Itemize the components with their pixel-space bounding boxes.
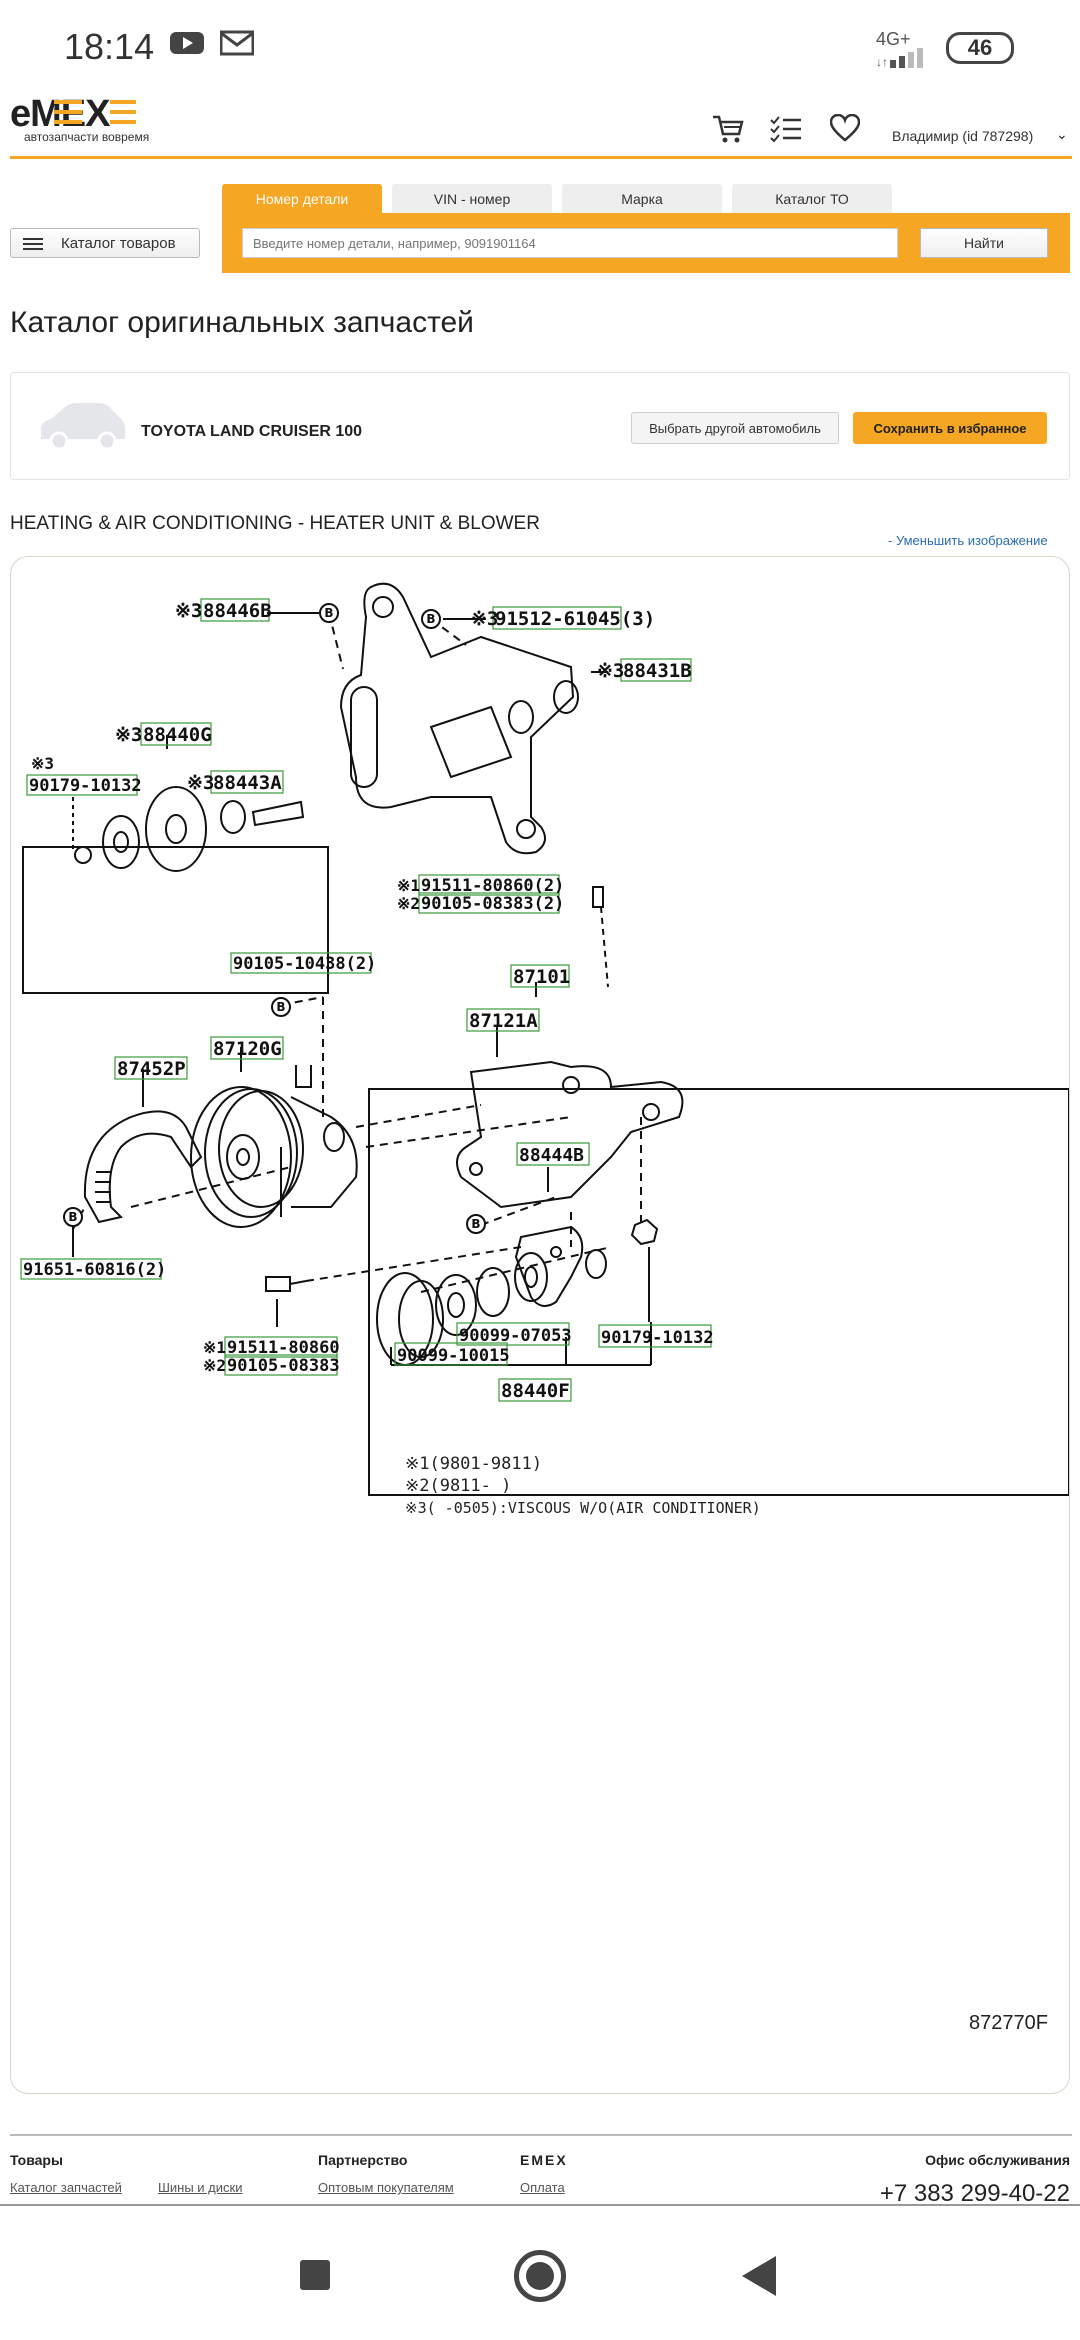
- menu-icon: [23, 238, 43, 250]
- diagram-part-label[interactable]: 87120G: [213, 1038, 282, 1060]
- diagram-part-label[interactable]: 90105-10438(2): [233, 954, 376, 974]
- diagram-part-prefix: ※3: [471, 608, 498, 630]
- footer-link-parts-catalog[interactable]: Каталог запчастей: [10, 2180, 122, 2195]
- tab-vin[interactable]: VIN - номер: [392, 184, 552, 214]
- diagram-part-prefix: ※3: [187, 772, 214, 794]
- inset-box-88440g: [22, 846, 329, 994]
- diagram-part-prefix: ※2: [397, 894, 420, 913]
- diagram-part-label[interactable]: 88446B: [203, 600, 272, 622]
- footer-partners-title: Партнерство: [318, 2152, 408, 2168]
- emex-logo[interactable]: eMEX: [10, 92, 180, 148]
- diagram-part-label[interactable]: 87452P: [117, 1058, 186, 1080]
- diagram-note: ※1(9801-9811): [405, 1454, 542, 1474]
- footer-office-title: Офис обслуживания: [925, 2152, 1070, 2168]
- signal-icon: ↓↑: [876, 48, 923, 68]
- tab-brand[interactable]: Марка: [562, 184, 722, 214]
- youtube-icon: [170, 32, 204, 54]
- diagram-part-label[interactable]: 88440G: [143, 724, 212, 746]
- tab-part-number[interactable]: Номер детали: [222, 184, 382, 214]
- diagram-part-prefix: ※1: [203, 1338, 226, 1357]
- footer-emex-title: EMEX: [520, 2152, 568, 2168]
- list-icon[interactable]: [770, 114, 802, 144]
- diagram-part-label[interactable]: 88444B: [519, 1145, 584, 1166]
- diagram-part-label[interactable]: 90105-08383(2): [421, 894, 564, 914]
- diagram-note: ※2(9811- ): [405, 1476, 511, 1496]
- car-name: TOYOTA LAND CRUISER 100: [141, 423, 363, 440]
- status-time: 18:14: [64, 26, 155, 67]
- search-button[interactable]: Найти: [920, 228, 1048, 258]
- diagram-part-label[interactable]: 91651-60816(2): [23, 1260, 166, 1280]
- android-nav-bar: [0, 2208, 1080, 2340]
- footer-link-payment[interactable]: Оплата: [520, 2180, 565, 2195]
- footer-divider: [10, 2134, 1072, 2136]
- mail-icon: [220, 30, 254, 56]
- header-divider: [10, 156, 1072, 159]
- diagram-part-label[interactable]: 90099-10015: [397, 1346, 510, 1366]
- catalog-button-label: Каталог товаров: [61, 235, 176, 252]
- diagram-part-label[interactable]: 90105-08383: [227, 1356, 340, 1376]
- diagram-part-label[interactable]: 91511-80860: [227, 1338, 340, 1358]
- status-bar: 18:14 4G+ ↓↑ 46: [0, 0, 1080, 92]
- chevron-down-icon[interactable]: ⌄: [1056, 126, 1068, 142]
- user-menu[interactable]: Владимир (id 787298): [892, 128, 1034, 144]
- diagram-part-prefix: ※2: [203, 1356, 226, 1375]
- diagram-part-label[interactable]: 87121A: [469, 1010, 538, 1032]
- diagram-id: 872770F: [969, 2012, 1048, 2034]
- svg-text:B: B: [276, 1000, 285, 1014]
- cart-icon[interactable]: [712, 114, 744, 144]
- diagram-part-label[interactable]: 90099-07053: [459, 1326, 572, 1346]
- diagram-part-prefix: ※3: [175, 600, 202, 622]
- footer-goods-title: Товары: [10, 2152, 63, 2168]
- tab-maintenance-catalog[interactable]: Каталог ТО: [732, 184, 892, 214]
- battery-indicator: 46: [946, 32, 1014, 64]
- diagram-part-prefix: ※1: [397, 876, 420, 895]
- svg-text:B: B: [426, 612, 435, 626]
- diagram-part-label[interactable]: 88440F: [501, 1380, 570, 1402]
- network-type: 4G+: [876, 29, 911, 49]
- svg-text:↓↑: ↓↑: [876, 55, 888, 68]
- diagram-part-prefix: ※3: [597, 660, 624, 682]
- recent-apps-button[interactable]: [300, 2260, 330, 2290]
- diagram-part-label[interactable]: 91511-80860(2): [421, 876, 564, 896]
- inset-box-87101: [368, 1088, 1069, 1496]
- parts-diagram-drawing: B B B B B: [20, 582, 1069, 1517]
- page-title: Каталог оригинальных запчастей: [10, 306, 474, 339]
- selected-car-panel: TOYOTA LAND CRUISER 100 Выбрать другой а…: [10, 372, 1070, 480]
- diagram-part-label[interactable]: 91512-61045(3): [495, 608, 655, 630]
- save-to-favorites-button[interactable]: Сохранить в избранное: [853, 412, 1047, 444]
- diagram-part-label[interactable]: 87101: [513, 966, 570, 988]
- diagram-part-prefix: ※3: [115, 724, 142, 746]
- svg-text:B: B: [324, 606, 333, 620]
- part-number-search-input[interactable]: [242, 228, 898, 258]
- catalog-button[interactable]: Каталог товаров: [10, 228, 200, 258]
- choose-another-car-button[interactable]: Выбрать другой автомобиль: [631, 412, 839, 444]
- car-icon: [41, 403, 125, 451]
- heart-icon[interactable]: [830, 114, 860, 142]
- footer-phone[interactable]: +7 383 299-40-22: [879, 2180, 1070, 2207]
- section-title: HEATING & AIR CONDITIONING - HEATER UNIT…: [10, 513, 540, 534]
- parts-diagram: B B B B B: [10, 556, 1070, 2094]
- back-button[interactable]: [742, 2256, 776, 2296]
- home-button[interactable]: [514, 2250, 566, 2302]
- footer-bottom-divider: [0, 2204, 1080, 2206]
- logo-tagline: автозапчасти вовремя: [24, 130, 150, 144]
- diagram-part-prefix: ※3: [31, 754, 54, 773]
- site-header: eMEX автозапчасти вовремя Владимир (id 7…: [0, 92, 1080, 162]
- diagram-part-label[interactable]: 90179-10132: [601, 1328, 714, 1348]
- footer-link-tires[interactable]: Шины и диски: [158, 2180, 243, 2195]
- diagram-part-label[interactable]: 88431B: [623, 660, 692, 682]
- diagram-note: ※3( -0505):VISCOUS W/O(AIR CONDITIONER): [405, 1499, 761, 1517]
- diagram-part-label[interactable]: 88443A: [213, 772, 282, 794]
- svg-text:B: B: [68, 1210, 77, 1224]
- footer-link-wholesale[interactable]: Оптовым покупателям: [318, 2180, 454, 2195]
- svg-text:B: B: [471, 1217, 480, 1231]
- shrink-image-link[interactable]: - Уменьшить изображение: [888, 533, 1048, 548]
- diagram-part-label[interactable]: 90179-10132: [29, 776, 142, 796]
